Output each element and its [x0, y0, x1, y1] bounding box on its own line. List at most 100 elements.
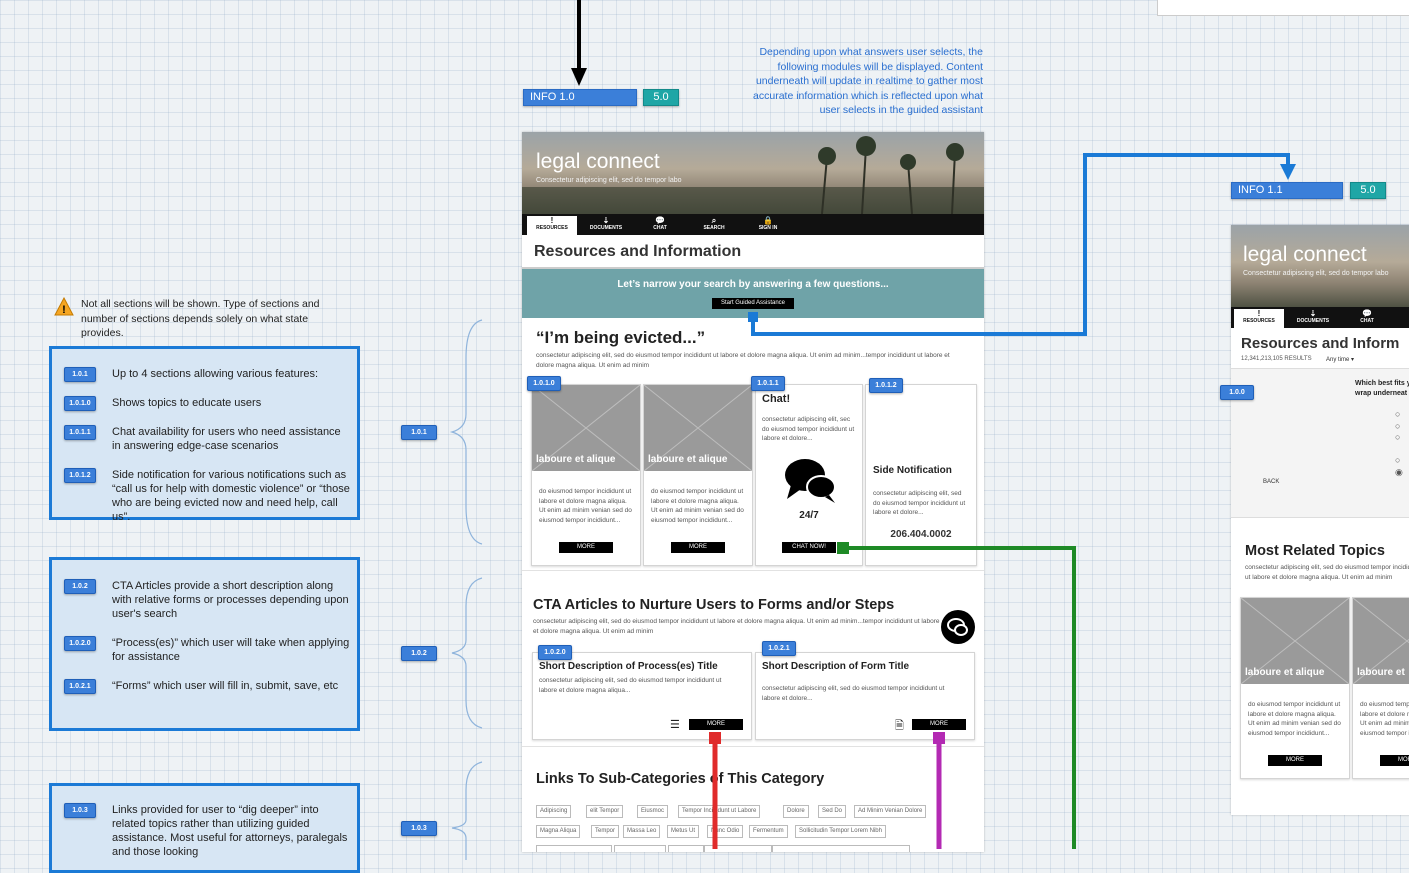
nav-resources[interactable]: !RESOURCES [1234, 309, 1284, 328]
cta-card-title: Short Description of Process(es) Title [539, 661, 718, 672]
info-tag-main: INFO 1.0 [523, 89, 637, 106]
hero-banner: legal connect Consectetur adipiscing eli… [1231, 225, 1409, 307]
hero-banner: legal connect Consectetur adipiscing eli… [522, 132, 984, 214]
more-button[interactable]: MORE [671, 542, 725, 553]
nav-chat[interactable]: 💬CHAT [635, 216, 685, 235]
start-guided-assistance-button[interactable]: Start Guided Assistance [712, 298, 794, 309]
more-button[interactable]: MORE [559, 542, 613, 553]
image-placeholder: laboure et alique [532, 385, 640, 471]
logo: legal connect [536, 150, 660, 173]
arrow-head-info-1-0 [571, 68, 587, 86]
brace-1-0-3 [451, 761, 483, 860]
chat-availability: 24/7 [799, 510, 819, 521]
link-chip[interactable]: Sed Do [818, 805, 847, 818]
nav-search[interactable]: ⌕SEARCH [689, 216, 739, 235]
link-chip[interactable]: Massa Leo [623, 825, 661, 838]
link-chip[interactable]: Adipiscing [536, 805, 572, 818]
mockup-main: legal connect Consectetur adipiscing eli… [522, 132, 984, 852]
topic-caption: laboure et [1357, 667, 1405, 678]
tag-1-0-2-0: 1.0.2.0 [538, 645, 572, 660]
link-chip[interactable]: Sollicitudin Tempor Lorem Nibh [795, 825, 886, 838]
download-icon: ⇣ [602, 216, 610, 225]
tag-1-0-1-0: 1.0.1.0 [527, 376, 561, 391]
note-text: “Process(es)” which user will take when … [112, 637, 350, 663]
note-text: “Forms” which user will fill in, submit,… [112, 680, 339, 692]
more-button[interactable]: MORE [912, 719, 966, 730]
chat-card: Chat! consectetur adipiscing elit, sec d… [755, 384, 863, 566]
note-box-1-0-1: 1.0.1 Up to 4 sections allowing various … [49, 346, 360, 523]
time-filter[interactable]: Any time ▾ [1326, 357, 1355, 363]
question-text: Which best fits y wrap underneat [1355, 380, 1409, 397]
nav-bar: !RESOURCES ⇣DOCUMENTS 💬CHAT ⌕SEARCH 🔒SIG… [522, 214, 984, 235]
topic-caption: laboure et alique [536, 454, 616, 465]
list-icon: ☰ [670, 719, 680, 731]
topic-card: laboure et alique do eiusmod tempor inci… [1240, 597, 1350, 779]
link-chip[interactable]: Nunc Odio [707, 825, 744, 838]
question-panel: Which best fits y wrap underneat ○○○○◉ B… [1231, 368, 1409, 518]
tag-1-0-0: 1.0.0 [1220, 385, 1254, 400]
brace-tag-1-0-3: 1.0.3 [401, 821, 437, 836]
topics-body: consectetur adipiscing elit, sed do eius… [1245, 564, 1409, 581]
nav-documents[interactable]: ⇣DOCUMENTS [581, 216, 631, 235]
nav-sign-in[interactable]: 🔒SIGN IN [743, 216, 793, 235]
tag-1-0-1-2: 1.0.1.2 [869, 378, 903, 393]
alert-icon: ! [550, 216, 554, 225]
chat-title: Chat! [762, 393, 791, 405]
cta-body: consectetur adipiscing elit, sed do eius… [533, 618, 940, 635]
image-placeholder: laboure et alique [1241, 598, 1349, 684]
link-chip[interactable]: Eiusmoc [637, 805, 669, 818]
top-note: Depending upon what answers user selects… [753, 46, 983, 116]
chat-bubbles-icon [785, 459, 836, 503]
arrow-head-info-1-1 [1280, 164, 1296, 180]
nav-documents[interactable]: ⇣DOCUMENTS [1296, 309, 1330, 324]
chat-now-button[interactable]: CHAT NOW! [782, 542, 836, 553]
note-text: Chat availability for users who need ass… [112, 426, 341, 452]
link-chip[interactable]: Tempor Incididunt ut Labore [678, 805, 761, 818]
link-chip[interactable]: Metus Ut [667, 825, 700, 838]
cta-card-body: consectetur adipiscing elit, sed do eius… [539, 677, 722, 694]
topic-body: do eiusmod tempor incididunt ut labore e… [539, 488, 632, 524]
image-placeholder: laboure et alique [644, 385, 752, 471]
note-text: CTA Articles provide a short description… [112, 580, 349, 620]
side-phone[interactable]: 206.404.0002 [890, 529, 952, 540]
chat-body: consectetur adipiscing elit, sec do eius… [762, 416, 855, 442]
note-box-1-0-2: 1.0.2 CTA Articles provide a short descr… [49, 557, 360, 731]
topics-title: Most Related Topics [1245, 543, 1385, 559]
logo: legal connect [1243, 243, 1367, 266]
version-tag-main: 5.0 [643, 89, 679, 106]
tagline: Consectetur adipiscing elit, sed do temp… [1243, 270, 1389, 277]
floating-chat-icon[interactable] [941, 610, 975, 644]
link-chip[interactable]: Fermentum [749, 825, 788, 838]
link-chip[interactable]: Dolore [783, 805, 809, 818]
topic-body: do eiusmod tempor incididunt ut labore e… [1360, 701, 1409, 737]
nav-resources[interactable]: !RESOURCES [527, 216, 577, 235]
search-icon: ⌕ [711, 216, 717, 225]
link-chip[interactable]: Tempor [591, 825, 620, 838]
page-title: Resources and Information [534, 243, 742, 260]
link-chip[interactable]: elit Tempor [586, 805, 624, 818]
tag-1-0-1-1: 1.0.1.1 [751, 376, 785, 391]
nav-bar: !RESOURCES ⇣DOCUMENTS 💬CHAT [1231, 307, 1409, 328]
link-chip[interactable]: Magna Aliqua [536, 825, 581, 838]
note-text: Up to 4 sections allowing various featur… [112, 368, 319, 380]
nav-chat[interactable]: 💬CHAT [1360, 309, 1374, 324]
tag-1-0-2-1: 1.0.2.1 [762, 641, 796, 656]
note-tag: 1.0.3 [64, 803, 96, 818]
back-link[interactable]: BACK [1263, 479, 1280, 485]
note-tag: 1.0.1 [64, 367, 96, 382]
cta-title: CTA Articles to Nurture Users to Forms a… [533, 597, 895, 613]
section-divider [522, 746, 984, 747]
guided-banner: Let’s narrow your search by answering a … [522, 269, 984, 318]
topic-card: laboure et alique do eiusmod tempor inci… [531, 384, 641, 566]
cta-form-card: Short Description of Form Title consecte… [755, 652, 975, 740]
brace-tag-1-0-2: 1.0.2 [401, 646, 437, 661]
more-button[interactable]: MORE [689, 719, 743, 730]
link-chip[interactable]: Ad Minim Venian Dolore [854, 805, 927, 818]
radio-options[interactable]: ○○○○◉ [1395, 409, 1403, 477]
more-button[interactable]: MORE [1268, 755, 1322, 766]
note-box-1-0-3: 1.0.3 Links provided for user to “dig de… [49, 783, 360, 873]
note-text: Shows topics to educate users [112, 397, 262, 409]
more-button[interactable]: MORE [1380, 755, 1409, 766]
note-tag: 1.0.1.0 [64, 396, 96, 411]
topic-body: do eiusmod tempor incididunt ut labore e… [1248, 701, 1341, 737]
